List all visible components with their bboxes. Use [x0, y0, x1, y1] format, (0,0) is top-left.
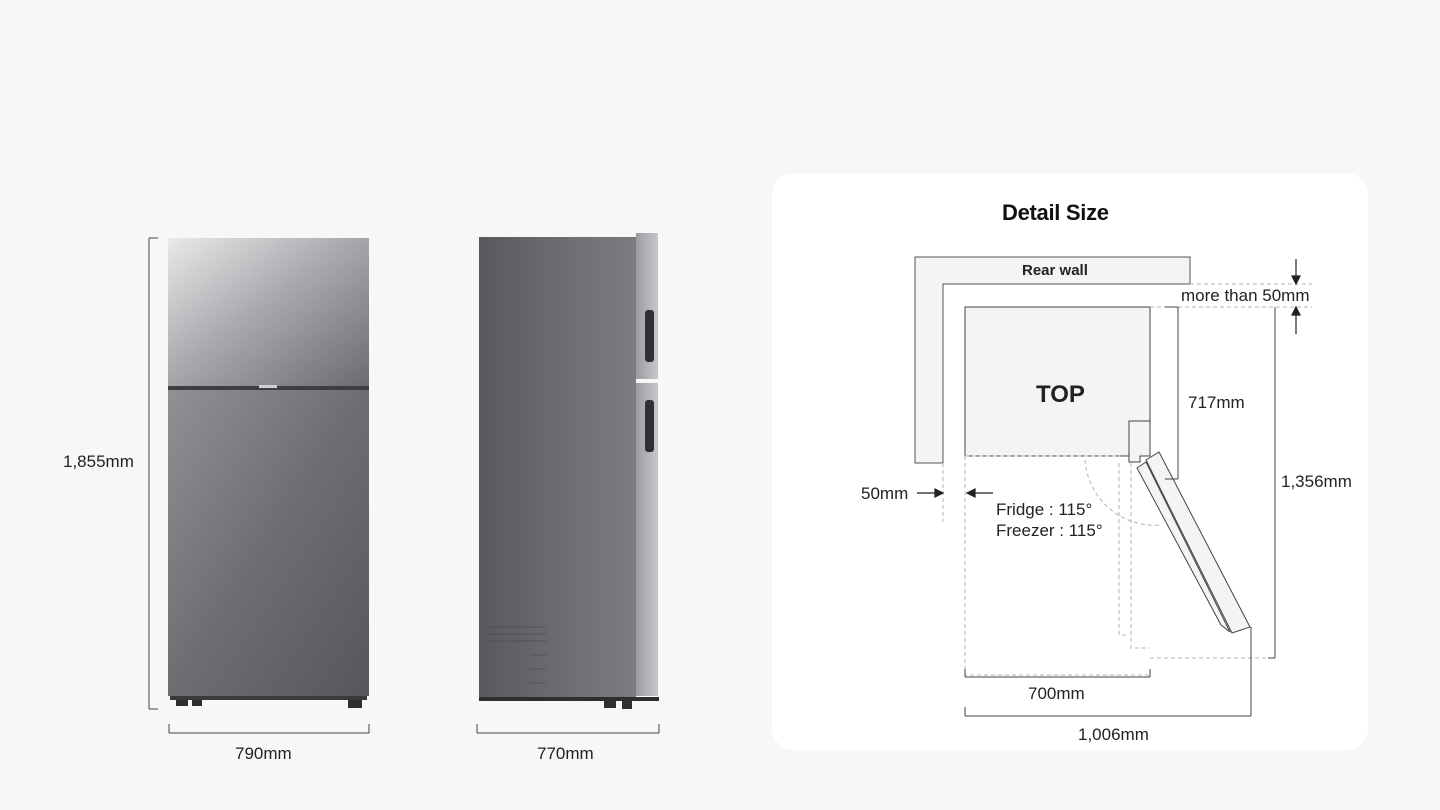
open-door-outer	[1145, 451, 1251, 634]
detail-size-title: Detail Size	[1002, 200, 1109, 225]
open-depth-label: 1,356mm	[1281, 472, 1352, 491]
front-width-dimension	[168, 724, 370, 734]
body-width-label: 700mm	[1028, 684, 1085, 703]
side-fridge	[479, 233, 659, 709]
freezer-angle-label: Freezer : 115°	[996, 521, 1103, 540]
side-body	[479, 237, 636, 700]
open-width-label: 1,006mm	[1078, 725, 1149, 744]
front-height-label: 1,855mm	[63, 452, 134, 471]
freezer-door	[168, 238, 369, 386]
fridge-handle	[645, 400, 654, 452]
top-label: TOP	[1036, 381, 1085, 408]
rear-wall-label: Rear wall	[1022, 262, 1088, 279]
fridge-door	[168, 390, 369, 696]
side-clearance-label: 50mm	[861, 484, 909, 503]
clearance-top-label: more than 50mm	[1181, 286, 1310, 305]
body-depth-label: 717mm	[1188, 393, 1245, 412]
front-height-dimension	[148, 237, 158, 710]
fridge-top-body	[964, 306, 1151, 457]
front-width-label: 790mm	[235, 744, 292, 763]
front-fridge	[168, 238, 369, 708]
side-depth-label: 770mm	[537, 744, 594, 763]
rear-wall	[914, 256, 1191, 464]
open-door-inner	[1136, 461, 1231, 633]
freezer-handle	[645, 310, 654, 362]
fridge-angle-label: Fridge : 115°	[996, 500, 1093, 519]
side-depth-dimension	[476, 724, 660, 734]
